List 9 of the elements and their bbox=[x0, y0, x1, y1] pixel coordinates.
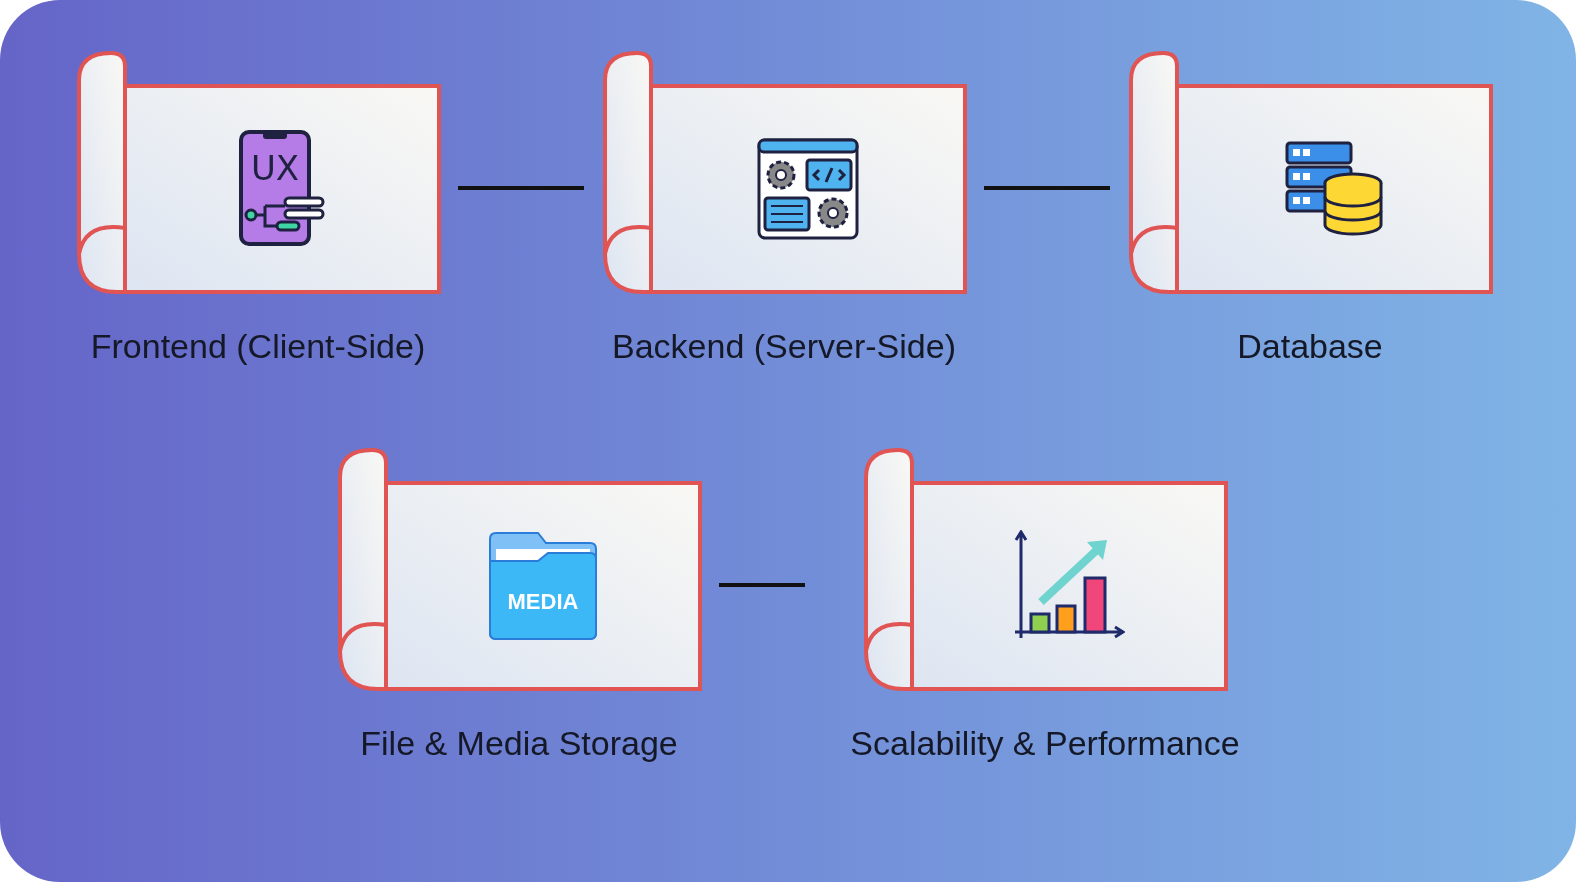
card-title: File & Media Storage bbox=[359, 723, 679, 763]
connector-line bbox=[984, 186, 1110, 190]
card-title: Backend (Server-Side) bbox=[611, 326, 957, 366]
connector-line bbox=[719, 583, 805, 587]
folder-icon: MEDIA bbox=[488, 531, 598, 641]
connector-line bbox=[458, 186, 584, 190]
card-title: Database bbox=[1236, 326, 1384, 366]
card-title: Scalability & Performance bbox=[849, 723, 1241, 763]
card-title: Frontend (Client-Side) bbox=[89, 326, 427, 366]
